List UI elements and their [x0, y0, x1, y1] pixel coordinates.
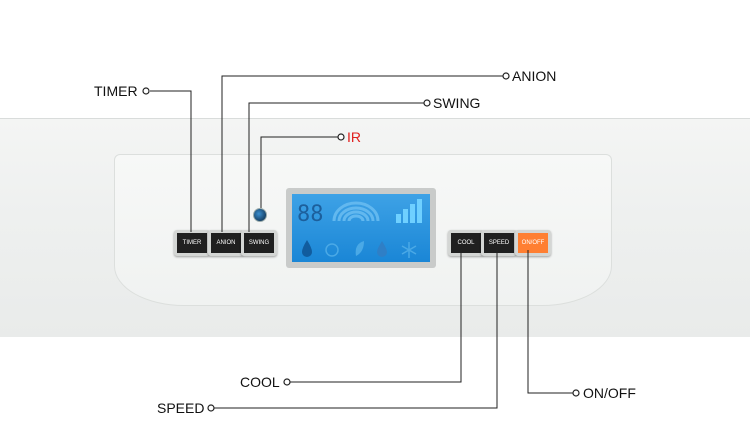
swing-button[interactable]: SWING	[241, 230, 277, 256]
speed-label: SPEED	[157, 400, 205, 416]
onoff-callout-dot	[572, 389, 580, 397]
ir-label: IR	[347, 129, 361, 145]
anion-label: ANION	[512, 68, 557, 84]
cool-callout-dot	[283, 378, 291, 386]
swing-callout-dot	[423, 99, 431, 107]
signal-bars-icon	[396, 199, 422, 223]
leaf-icon	[355, 241, 364, 256]
ir-callout-dot	[337, 133, 345, 141]
timer-label: TIMER	[94, 83, 138, 99]
cool-label: COOL	[240, 374, 280, 390]
anion-button[interactable]: ANION	[208, 230, 244, 256]
display-digits: 88	[297, 202, 324, 227]
onoff-label: ON/OFF	[583, 385, 636, 401]
fan-icon	[325, 243, 339, 257]
speed-callout-dot	[207, 404, 215, 412]
speed-button[interactable]: SPEED	[481, 230, 517, 256]
water-drop-icon	[302, 240, 312, 257]
snowflake-icon	[401, 242, 417, 258]
swing-label: SWING	[433, 95, 481, 111]
ir-receiver	[253, 208, 267, 222]
display-graphics: 88	[297, 199, 422, 258]
timer-callout-dot	[142, 87, 150, 95]
swing-arc-icon	[332, 201, 380, 222]
anion-callout-dot	[502, 72, 510, 80]
humidity-icon	[377, 241, 387, 257]
lcd-display: 88	[292, 194, 430, 262]
onoff-button[interactable]: ON/OFF	[515, 230, 551, 256]
cool-button[interactable]: COOL	[448, 230, 484, 256]
